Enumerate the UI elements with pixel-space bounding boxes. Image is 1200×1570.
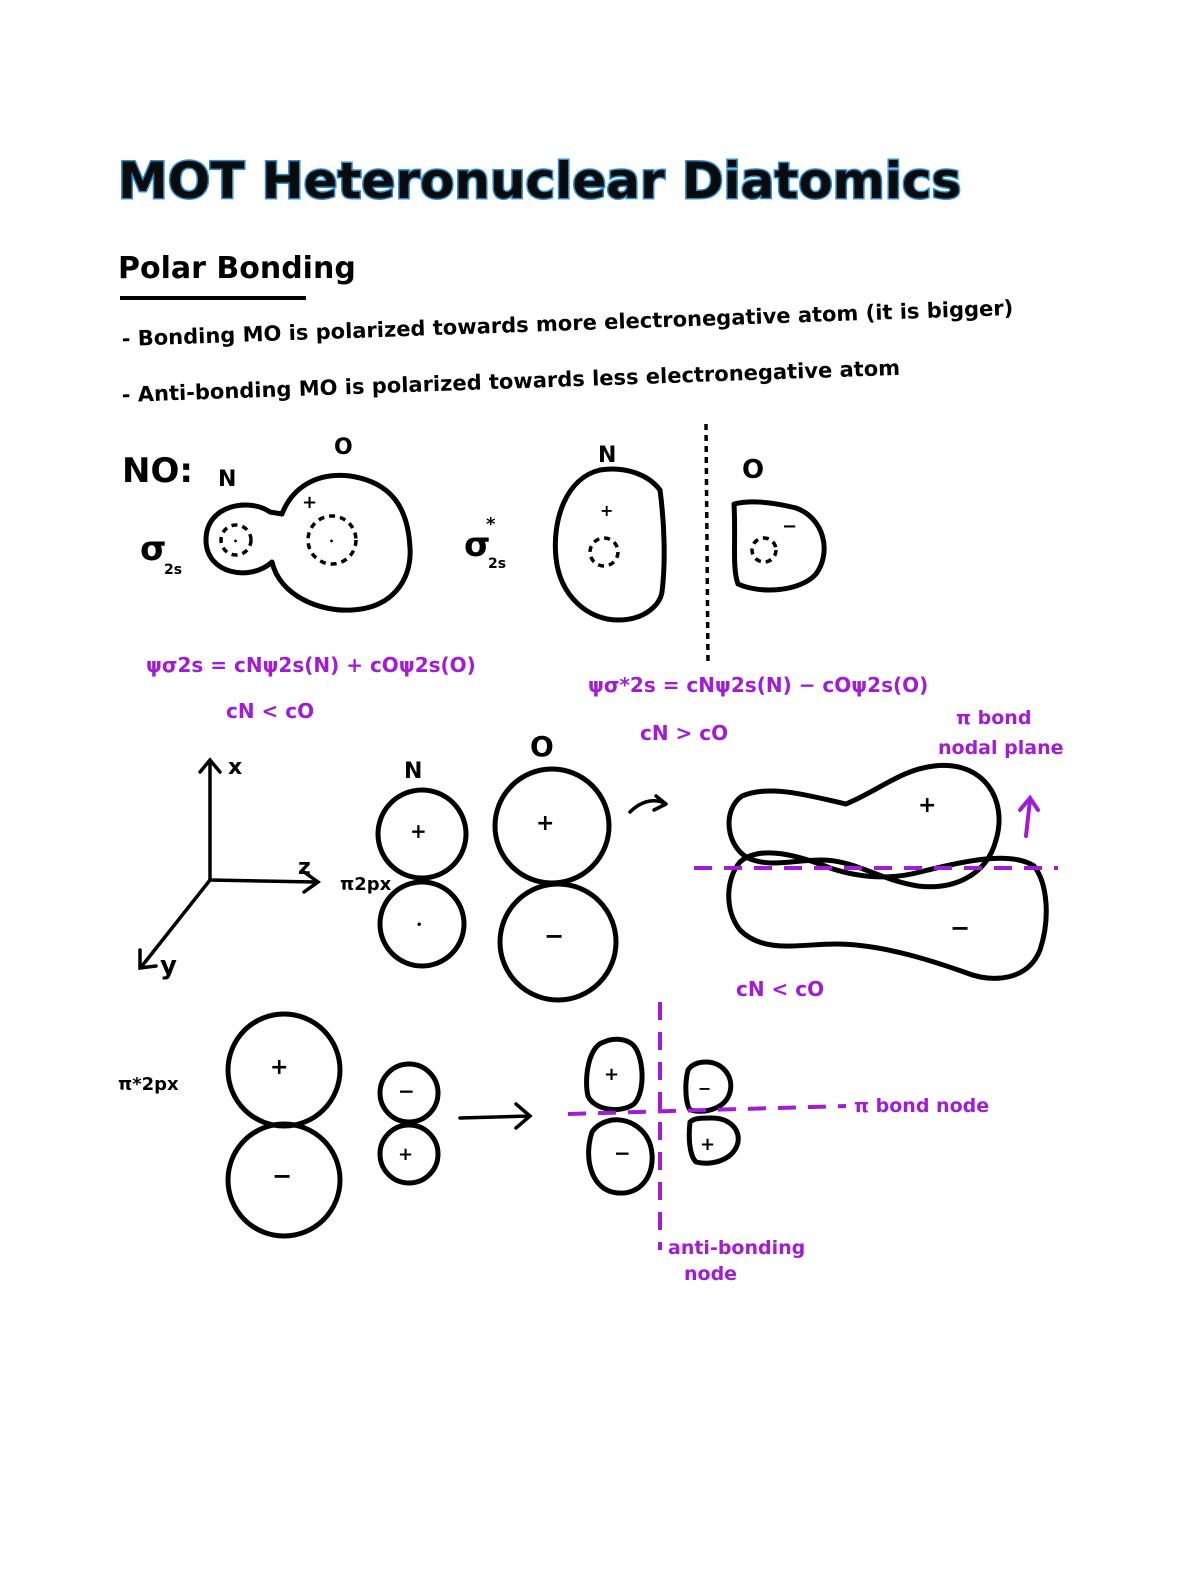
y-axis-arrow (138, 948, 158, 970)
sigma-bonding-subscript: 2s (164, 562, 182, 578)
atom-label-n-anti: N (598, 443, 616, 468)
pi-anti-lower-left-lobe (586, 1117, 655, 1196)
eq-sigma-bonding: ψσ2s = cNψ2s(N) + cOψ2s(O) (146, 653, 476, 677)
n-lower-sign: • (416, 920, 422, 931)
z-axis (208, 878, 318, 884)
sigma-antibonding-diagram: σ * 2s N O + − (464, 423, 827, 665)
note-pi-bond: π bond (956, 707, 1031, 729)
atom-label-o-anti: O (742, 455, 764, 485)
x-axis-label: x (228, 755, 242, 780)
x-axis-arrow (198, 757, 222, 774)
note-anti-bonding: anti-bonding (668, 1237, 805, 1259)
pi-anti-ll-sign: − (614, 1141, 631, 1165)
pi-bonding-upper-lobe (726, 762, 1002, 890)
sigma-bonding-diagram: N O σ 2s • • + (140, 435, 413, 613)
atom-label-o: O (334, 435, 353, 460)
pi-anti-label: π*2px (118, 1074, 179, 1095)
atom-label-o-pi: O (530, 730, 554, 763)
pi-anti-n-lower-sign: − (272, 1162, 292, 1190)
molecule-label: NO: (122, 451, 193, 491)
pi-anti-ul-sign: + (604, 1064, 619, 1085)
sigma-bonding-sign: + (302, 492, 317, 513)
pi-lower-sign: − (950, 914, 970, 942)
pi-anti-o-lower-sign: + (398, 1144, 413, 1165)
nodal-plane-arrow (1018, 794, 1040, 838)
n-2px-anti-lower-lobe (225, 1121, 343, 1239)
o-upper-sign: + (536, 811, 554, 836)
n-2px-upper-lobe (375, 787, 469, 881)
y-axis (140, 878, 212, 968)
note-nodal-plane: nodal plane (938, 737, 1063, 759)
o-2px-lower-lobe (497, 881, 619, 1003)
o-lower-sign: − (544, 922, 564, 950)
n-2px-lower-lobe (377, 879, 467, 969)
pi-anti-n-upper-sign: + (270, 1055, 288, 1080)
sigma-anti-n-sign: + (600, 501, 613, 520)
o-2px-anti-upper-lobe (377, 1061, 441, 1125)
eq-sigma-anti: ψσ*2s = cNψ2s(N) − cOψ2s(O) (588, 673, 928, 697)
sigma-anti-n-lobe (552, 466, 667, 623)
sigma-anti-superscript: * (486, 514, 496, 535)
n-upper-sign: + (410, 819, 427, 843)
n-nucleus: • (233, 537, 238, 546)
pi-anti-upper-right-lobe (683, 1059, 734, 1114)
antibonding-node-line (704, 423, 710, 665)
pi-bond-node-line (567, 1104, 847, 1116)
note-node: node (684, 1263, 737, 1285)
sigma-anti-n-orbital (588, 536, 620, 568)
rel-sigma-bonding: cN < cO (226, 699, 314, 723)
atom-label-n-pi: N (404, 759, 422, 784)
bullet-antibonding: - Anti-bonding MO is polarized towards l… (121, 356, 900, 407)
o-2s-orbital (306, 514, 358, 566)
atom-label-n: N (218, 467, 236, 492)
bullet-bonding: - Bonding MO is polarized towards more e… (121, 296, 1013, 351)
pi-bonding-label: π2px (340, 874, 392, 895)
sigma-anti-o-sign: − (782, 516, 797, 537)
pi-bonding-diagram: N O π2px + • + − + − π bond nodal plane … (340, 707, 1063, 1003)
pi-anti-lower-right-lobe (686, 1115, 741, 1166)
sigma-anti-subscript: 2s (488, 556, 506, 572)
pi-anti-o-upper-sign: − (398, 1079, 415, 1103)
pi-combine-arrow (628, 794, 668, 814)
rel-pi-bonding: cN < cO (736, 977, 824, 1001)
pi-anti-combine-arrow (458, 1102, 533, 1130)
y-axis-label: y (160, 951, 177, 981)
sigma-anti-symbol: σ (464, 525, 490, 565)
pi-antibonding-diagram: π*2px + − − + + − − + π bond node anti-b… (118, 1002, 989, 1285)
z-axis-label: z (298, 855, 311, 880)
o-2px-anti-lower-lobe (377, 1122, 441, 1186)
sigma-anti-o-orbital (750, 536, 778, 564)
coordinate-axes: x z y (138, 755, 322, 981)
note-pi-bond-node: π bond node (854, 1095, 989, 1117)
o-nucleus: • (329, 537, 334, 546)
n-2s-orbital (219, 523, 253, 557)
z-axis-arrow (302, 870, 322, 894)
rel-sigma-anti: cN > cO (640, 721, 728, 745)
pi-bonding-lower-lobe (726, 850, 1049, 981)
page-title: MOT Heteronuclear Diatomics (118, 152, 961, 210)
sigma-bonding-lobe (203, 472, 413, 613)
pi-anti-ur-sign: − (698, 1079, 711, 1098)
sigma-bonding-symbol: σ (140, 529, 166, 569)
pi-upper-sign: + (918, 793, 936, 818)
sigma-anti-o-lobe (731, 499, 827, 593)
section-heading: Polar Bonding (118, 251, 356, 286)
pi-anti-upper-left-lobe (584, 1036, 645, 1113)
pi-anti-lr-sign: + (700, 1134, 715, 1155)
